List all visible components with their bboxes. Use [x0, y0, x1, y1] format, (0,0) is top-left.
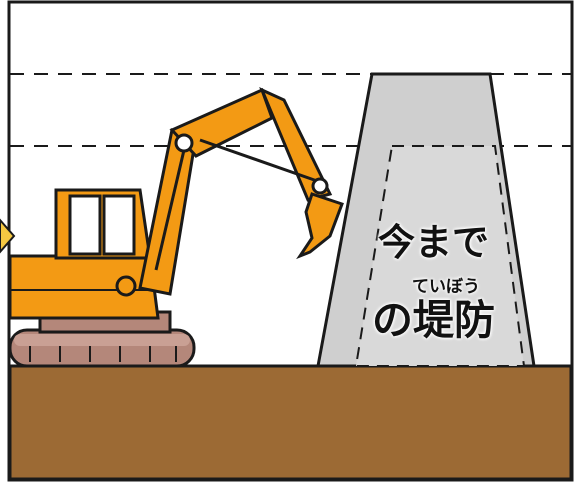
- ground: [8, 364, 573, 481]
- pointer-arrow-icon: [0, 218, 16, 254]
- excavator-body: [8, 188, 160, 320]
- cab-window-right: [102, 194, 136, 256]
- excavator-bucket: [296, 192, 344, 260]
- levee-inner-dashed: [354, 145, 526, 367]
- cab-window-left: [68, 194, 102, 256]
- excavator-arm: [199, 87, 333, 202]
- excavator-boom: [138, 87, 274, 296]
- caption-line1: 今まで: [378, 221, 489, 264]
- caption-line2: の堤防: [372, 296, 495, 344]
- caption-ruby: ていぼう: [412, 277, 480, 297]
- excavator-tracks: [8, 328, 196, 368]
